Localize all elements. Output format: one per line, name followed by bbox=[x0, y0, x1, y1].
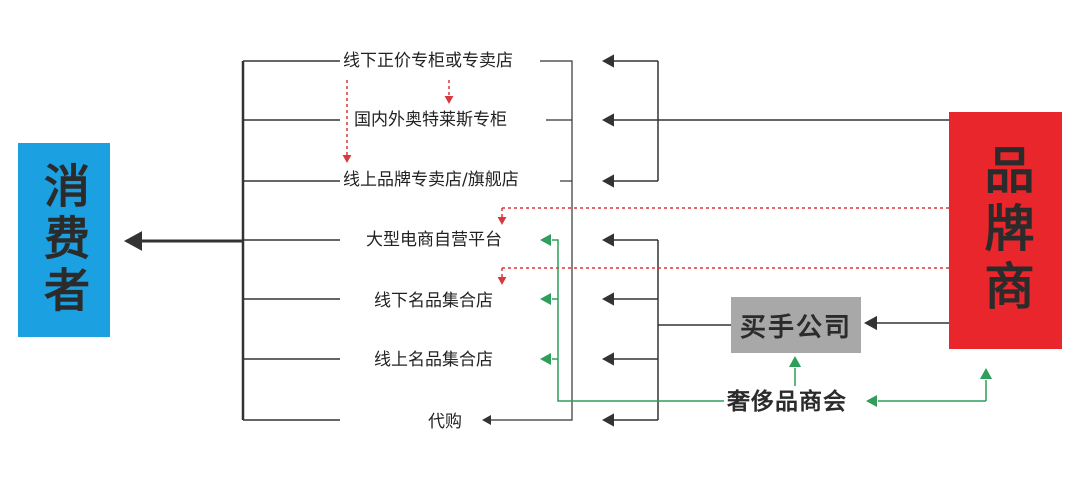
to-consumer-arrowhead bbox=[124, 231, 142, 251]
brand-dotted-arrowhead bbox=[497, 217, 507, 225]
association-flow-line bbox=[552, 239, 724, 402]
channel-label: 线下正价专柜或专卖店 bbox=[343, 51, 513, 71]
buyer-company-label: 买手公司 bbox=[739, 312, 852, 343]
consumer-box: 消费者 bbox=[18, 143, 110, 337]
channel-label: 线下名品集合店 bbox=[374, 291, 493, 311]
buyer-channel-arrowhead bbox=[602, 413, 614, 427]
brand-dotted-arrowhead bbox=[497, 277, 507, 285]
buyer-channel-arrowhead bbox=[602, 233, 614, 247]
brand-to-buyer-arrowhead bbox=[864, 315, 877, 331]
brand-channel-arrowhead bbox=[602, 54, 614, 68]
brand-label: 品牌商 bbox=[976, 143, 1035, 318]
dotted-flow-arrowhead bbox=[342, 155, 352, 163]
brand-box: 品牌商 bbox=[949, 112, 1062, 349]
brand-to-association-arrowhead bbox=[866, 394, 877, 408]
brand-channel-arrowhead bbox=[602, 113, 614, 127]
buyer-company-box: 买手公司 bbox=[731, 297, 861, 353]
dotted-flow-arrowhead bbox=[444, 96, 454, 104]
luxury-association-label: 奢侈品商会 bbox=[727, 389, 847, 415]
channel-label: 大型电商自营平台 bbox=[366, 230, 502, 250]
channel-label: 线上名品集合店 bbox=[374, 350, 493, 370]
buyer-channel-arrowhead bbox=[602, 292, 614, 306]
association-to-buyer-arrowhead bbox=[788, 356, 802, 367]
channel-label: 代购 bbox=[428, 412, 462, 432]
consumer-label: 消费者 bbox=[37, 162, 91, 318]
buyer-channel-arrowhead bbox=[602, 352, 614, 366]
association-arrowhead bbox=[540, 352, 551, 366]
association-to-brand-arrowhead bbox=[979, 368, 993, 379]
channel-outline bbox=[490, 60, 573, 421]
brand-channel-arrowhead bbox=[602, 174, 614, 188]
association-arrowhead bbox=[540, 292, 551, 306]
channel-label: 国内外奥特莱斯专柜 bbox=[354, 110, 507, 130]
channel-label: 线上品牌专卖店/旗舰店 bbox=[343, 170, 519, 190]
association-arrowhead bbox=[540, 233, 551, 247]
daigou-arrowhead bbox=[482, 415, 491, 425]
